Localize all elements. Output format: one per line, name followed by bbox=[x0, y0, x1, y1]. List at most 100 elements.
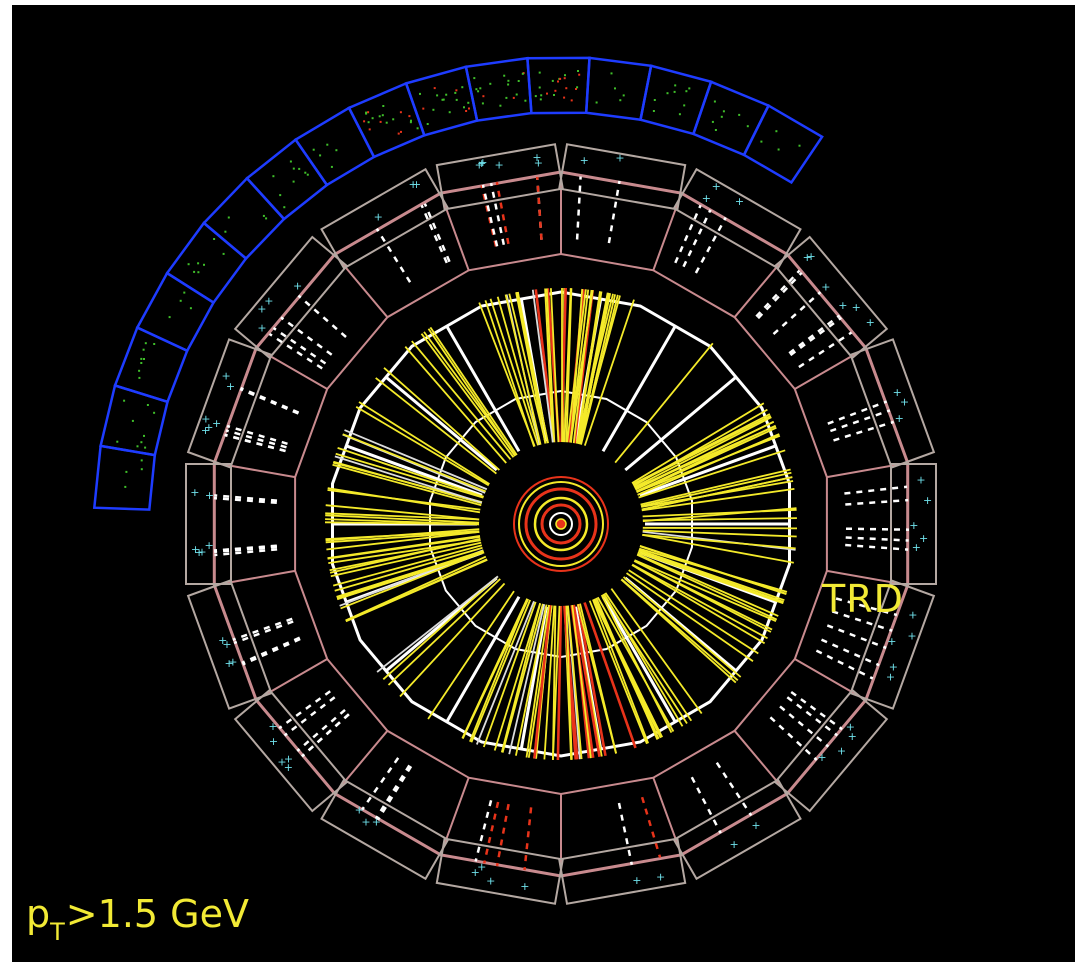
track bbox=[634, 553, 778, 621]
trd-tracklet bbox=[757, 271, 803, 320]
emcal-hit bbox=[653, 99, 656, 101]
trd-outer-module bbox=[672, 167, 802, 270]
trd-tracklet bbox=[242, 637, 301, 666]
emcal-hit bbox=[673, 90, 676, 93]
trd-outer-module bbox=[773, 235, 889, 360]
emcal-hit bbox=[335, 149, 338, 152]
trd-tracklet bbox=[280, 316, 333, 356]
emcal-hit bbox=[410, 119, 412, 122]
track bbox=[635, 552, 779, 617]
emcal-hit bbox=[619, 99, 622, 102]
tof-hit-marker: + bbox=[372, 816, 381, 829]
emcal-hit bbox=[614, 87, 616, 90]
track bbox=[562, 603, 577, 760]
tof-hit-marker: + bbox=[923, 494, 932, 507]
emcal-hit bbox=[153, 411, 156, 414]
emcal-hit bbox=[203, 263, 205, 266]
tpc-sector-boundary bbox=[639, 444, 777, 497]
tof-hit-marker: + bbox=[222, 638, 231, 651]
emcal-hit bbox=[475, 88, 478, 91]
track bbox=[621, 575, 742, 678]
track bbox=[330, 541, 484, 578]
emcal-hit bbox=[563, 96, 566, 99]
track bbox=[609, 586, 703, 715]
emcal-hit bbox=[123, 399, 126, 402]
trd-sector-divider bbox=[652, 192, 683, 271]
emcal-hit bbox=[538, 86, 541, 89]
emcal-hit bbox=[193, 270, 196, 273]
tof-hit-marker: + bbox=[494, 158, 503, 171]
emcal-hit bbox=[442, 98, 445, 101]
interaction-vertex bbox=[555, 518, 567, 530]
track bbox=[577, 293, 612, 447]
trd-tracklet bbox=[296, 708, 346, 752]
trd-tracklet bbox=[827, 400, 888, 425]
tof-hit-marker: + bbox=[277, 755, 286, 768]
emcal-hit bbox=[144, 342, 147, 345]
track bbox=[336, 549, 486, 600]
trd-detector: ++++++++++++++++++++++++++++++++++++++++… bbox=[185, 143, 937, 905]
track bbox=[572, 602, 601, 758]
tof-hit-marker: + bbox=[269, 735, 278, 748]
its-layer bbox=[540, 503, 582, 545]
emcal-hit bbox=[292, 180, 295, 183]
track bbox=[325, 528, 482, 542]
emcal-hit bbox=[455, 98, 458, 101]
track bbox=[582, 600, 637, 749]
track bbox=[596, 595, 675, 732]
track bbox=[571, 603, 592, 759]
trd-tracklet bbox=[845, 543, 909, 551]
tof-hit-marker: + bbox=[821, 281, 830, 294]
pt-cut-label: pT>1.5 GeV bbox=[26, 892, 249, 944]
emcal-hit bbox=[183, 291, 186, 294]
tof-hit-marker: + bbox=[412, 178, 421, 191]
tof-hit-marker: + bbox=[912, 541, 921, 554]
emcal-hit bbox=[433, 87, 436, 90]
tpc-sector-boundary bbox=[624, 375, 738, 472]
emcal-hit bbox=[432, 108, 435, 111]
track bbox=[638, 471, 792, 508]
tof-hit-marker: + bbox=[197, 546, 206, 559]
track bbox=[411, 340, 513, 462]
trd-tracklet bbox=[278, 690, 331, 730]
track bbox=[639, 480, 794, 509]
emcal-hit bbox=[326, 143, 329, 146]
pt-symbol: p bbox=[26, 892, 51, 936]
trd-tracklet bbox=[376, 765, 413, 821]
tof-hit-marker: + bbox=[751, 819, 760, 832]
trd-tracklet bbox=[798, 331, 853, 369]
its-layer bbox=[524, 487, 598, 561]
track bbox=[576, 601, 607, 757]
trd-tracklet bbox=[845, 498, 909, 506]
track bbox=[592, 596, 659, 740]
event-display: ++++++++++++++++++++++++++++++++++++++++… bbox=[12, 5, 1075, 962]
track bbox=[599, 592, 673, 734]
track bbox=[340, 550, 487, 610]
emcal-hit bbox=[140, 357, 143, 360]
tof-hit-marker: + bbox=[803, 251, 812, 264]
track bbox=[429, 326, 519, 458]
inner-tracker bbox=[479, 442, 643, 606]
track bbox=[568, 289, 594, 445]
tof-hit-marker: + bbox=[916, 474, 925, 487]
trd-tracklet bbox=[535, 176, 543, 240]
track bbox=[329, 537, 483, 574]
track bbox=[325, 512, 482, 521]
tof-hit-marker: + bbox=[190, 486, 199, 499]
track bbox=[427, 328, 517, 459]
trd-tracklet bbox=[214, 545, 277, 554]
trd-tracklet bbox=[268, 332, 323, 370]
tof-hit-marker: + bbox=[284, 761, 293, 774]
emcal-hit bbox=[674, 84, 677, 87]
trd-tracklet bbox=[481, 184, 499, 247]
track bbox=[501, 601, 545, 753]
track bbox=[640, 526, 798, 530]
trd-tracklet bbox=[495, 803, 510, 867]
trd-sector-divider bbox=[652, 777, 683, 856]
emcal-hit bbox=[577, 70, 579, 72]
track bbox=[640, 533, 794, 564]
trd-sector-divider bbox=[439, 777, 470, 856]
track bbox=[332, 463, 484, 507]
trd-sector-divider bbox=[794, 658, 867, 701]
track bbox=[533, 603, 552, 759]
